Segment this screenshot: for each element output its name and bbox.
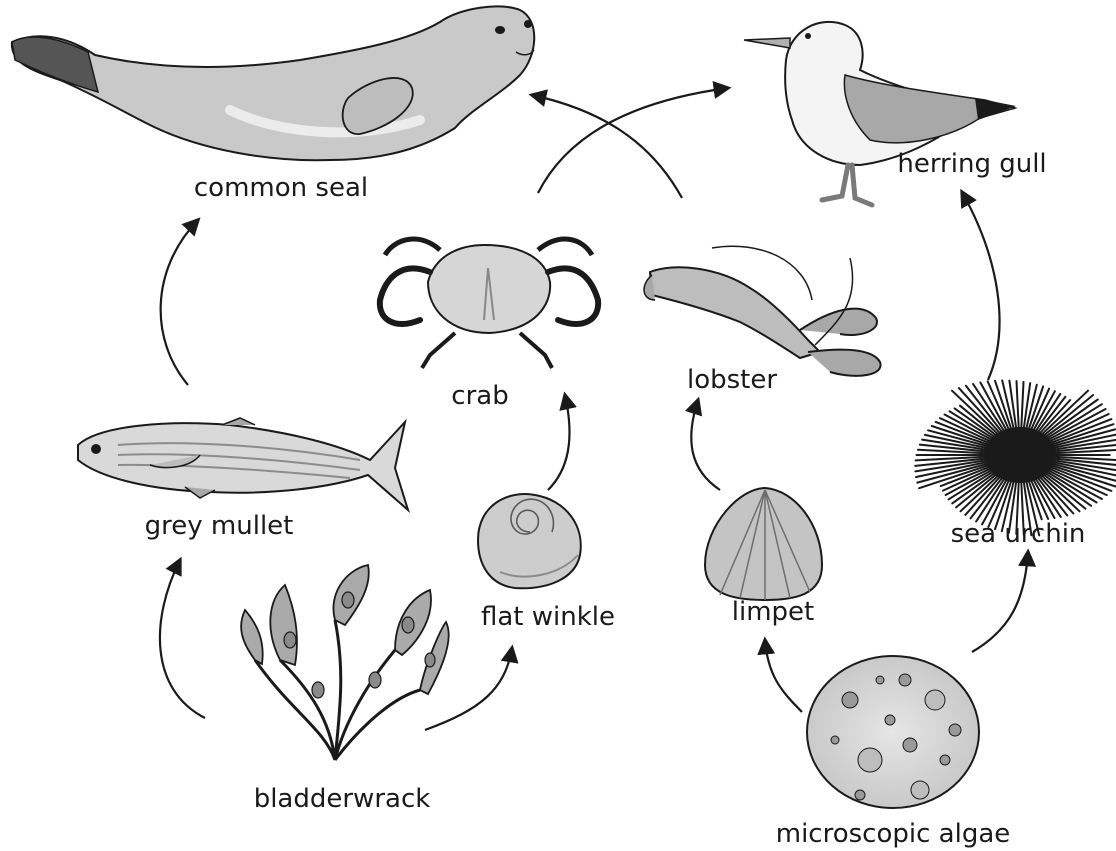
winkle-icon [478, 494, 581, 588]
label-herring-gull: herring gull [897, 149, 1046, 179]
label-lobster: lobster [687, 365, 777, 395]
label-microscopic-algae: microscopic algae [776, 819, 1011, 849]
arrow-bladderwrack-to-grey-mullet [160, 560, 205, 718]
lobster-icon [644, 246, 881, 376]
algae-icon [807, 656, 979, 808]
arrow-sea-urchin-to-herring-gull [962, 192, 1000, 380]
arrow-limpet-to-lobster [691, 400, 720, 490]
label-flat-winkle: flat winkle [481, 602, 615, 632]
label-limpet: limpet [732, 597, 814, 627]
arrow-grey-mullet-to-common-seal [161, 220, 198, 385]
arrow-microscopic-algae-to-limpet [765, 640, 802, 712]
label-sea-urchin: sea urchin [951, 519, 1086, 549]
label-common-seal: common seal [194, 173, 368, 203]
crab-icon [380, 239, 598, 368]
arrow-lobster-to-common-seal [532, 95, 682, 198]
limpet-icon [705, 488, 822, 600]
urchin-icon [915, 381, 1116, 536]
label-crab: crab [451, 381, 508, 411]
label-grey-mullet: grey mullet [145, 511, 294, 541]
seaweed-icon [241, 565, 449, 760]
mullet-icon [78, 418, 408, 510]
arrow-flat-winkle-to-crab [548, 395, 570, 490]
label-bladderwrack: bladderwrack [254, 784, 431, 814]
seal-icon [12, 6, 534, 160]
arrow-microscopic-algae-to-sea-urchin [972, 552, 1028, 652]
